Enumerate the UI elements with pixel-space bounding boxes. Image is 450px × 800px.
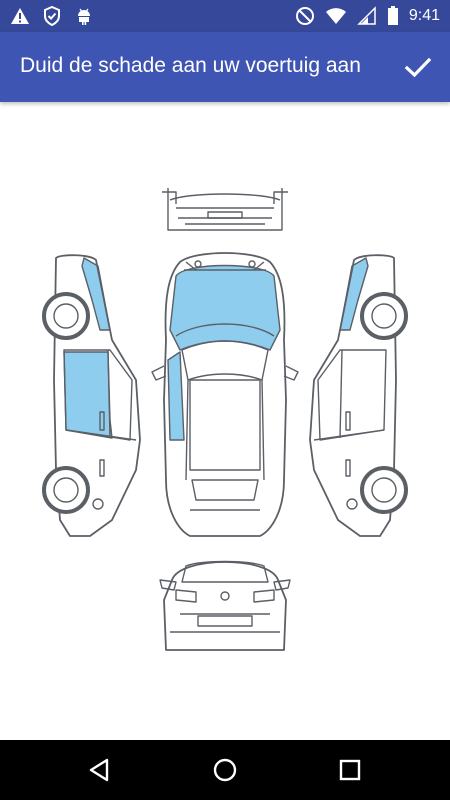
battery-icon — [387, 6, 399, 26]
recents-icon[interactable] — [336, 756, 364, 784]
signal-icon — [357, 6, 377, 26]
warning-icon — [10, 6, 30, 26]
status-bar: 9:41 — [0, 0, 450, 32]
rear-view[interactable] — [159, 560, 291, 651]
navigation-bar — [0, 740, 450, 800]
left-side-view[interactable] — [42, 254, 141, 537]
home-icon[interactable] — [211, 756, 239, 784]
app-bar: Duid de schade aan uw voertuig aan — [0, 32, 450, 102]
page-title: Duid de schade aan uw voertuig aan — [20, 54, 361, 77]
top-view[interactable] — [151, 252, 299, 537]
wifi-icon — [325, 6, 347, 26]
right-side-view[interactable] — [309, 254, 408, 537]
damage-diagram[interactable] — [0, 102, 450, 740]
back-icon[interactable] — [86, 756, 114, 784]
android-icon — [74, 6, 94, 26]
shield-check-icon — [42, 6, 62, 26]
do-not-disturb-icon — [295, 6, 315, 26]
front-view[interactable] — [162, 188, 288, 231]
status-time: 9:41 — [408, 7, 440, 24]
check-icon[interactable] — [402, 51, 434, 83]
